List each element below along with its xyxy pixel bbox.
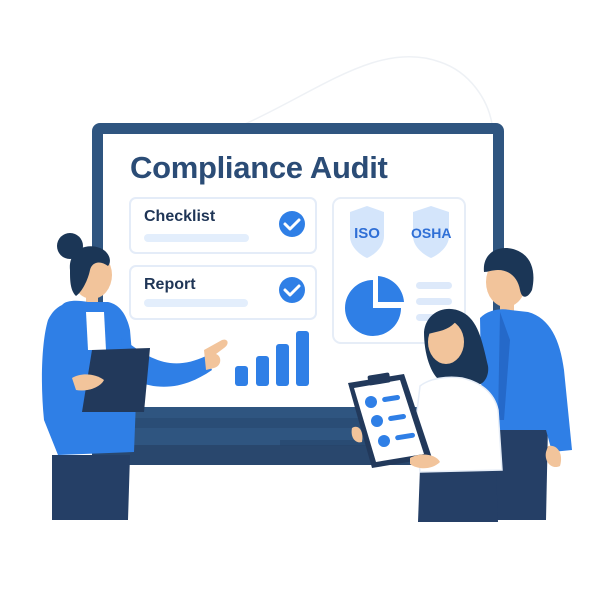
clipboard-icon [348, 372, 432, 468]
checklist-card [129, 197, 317, 254]
checklist-card-label: Checklist [144, 208, 216, 225]
tablet-icon [82, 348, 150, 412]
presenter-person [41, 233, 228, 520]
bar-chart-icon [235, 331, 309, 386]
reviewer-person [348, 308, 503, 522]
check-circle-icon [279, 277, 305, 303]
shield-icon [413, 206, 449, 258]
observer-person [480, 248, 572, 520]
shield-icon [350, 206, 384, 258]
check-circle-icon [279, 211, 305, 237]
board-title: Compliance Audit [130, 150, 388, 185]
pie-chart-icon [345, 276, 404, 336]
osha-badge-label: OSHA [411, 225, 452, 241]
decorative-curve [244, 55, 493, 125]
report-card-label: Report [144, 276, 196, 293]
report-card [129, 265, 317, 320]
iso-badge-label: ISO [354, 225, 380, 242]
